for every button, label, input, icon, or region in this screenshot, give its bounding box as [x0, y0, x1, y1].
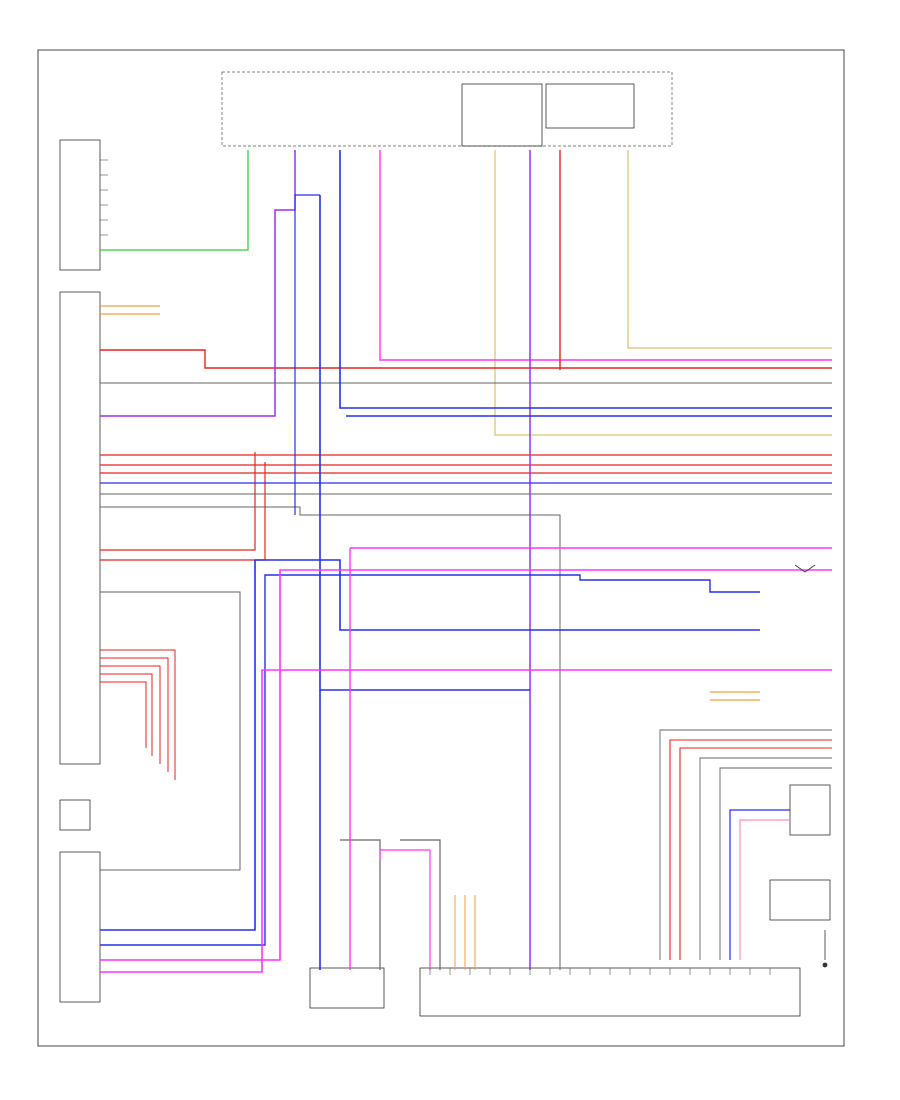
wire-gray-3: [100, 506, 561, 970]
bottom-main-connector: [419, 967, 801, 1017]
wire-blue-1: [339, 150, 832, 409]
wire-magenta-5: [379, 849, 431, 970]
wire-red-5: [100, 452, 256, 551]
top-control-unit-box: [545, 83, 635, 129]
wire-gray-bottom: [340, 839, 441, 970]
left-bottom-module: [59, 851, 101, 1003]
left-gps-antenna: [59, 799, 91, 831]
right-fuse-module: [769, 879, 831, 921]
wire-gray-right: [659, 729, 832, 960]
wire-magenta-2: [100, 569, 832, 961]
right-sensor-module: [789, 784, 831, 836]
wire-blue-4: [294, 194, 320, 515]
wire-blue-7: [100, 574, 760, 946]
wire-orange-bottom: [454, 895, 476, 970]
wire-magenta-top: [379, 150, 832, 361]
bottom-connector-pins: [429, 968, 771, 975]
wire-magenta-3: [100, 669, 832, 973]
left-connector-pins: [100, 159, 108, 236]
ground-symbol-right: [794, 564, 816, 573]
left-infotainment-unit: [59, 291, 101, 765]
wire-pink-right: [739, 819, 790, 960]
wire-green: [100, 150, 249, 251]
wire-gray-left-drop: [100, 591, 241, 871]
wire-purple-1: [100, 150, 296, 417]
wire-red-bundle: [100, 649, 176, 780]
wire-yellow: [494, 150, 832, 436]
wire-yellow-2: [627, 150, 832, 349]
bottom-center-connector: [309, 967, 385, 1009]
wire-red-right: [669, 739, 832, 960]
wire-blue-right: [729, 809, 790, 960]
diagram-border: [37, 49, 845, 1047]
wire-blue-5: [319, 195, 530, 691]
top-relay-box: [461, 83, 543, 147]
wire-red-top: [100, 349, 832, 369]
wire-red-6: [100, 462, 266, 561]
left-top-module: [59, 139, 101, 271]
ground-symbol-bottom-right: [822, 930, 828, 968]
wire-orange-1: [100, 305, 160, 315]
top-junction-box: [221, 71, 673, 147]
wire-blue-6: [100, 559, 760, 931]
wire-orange-right: [710, 691, 760, 701]
